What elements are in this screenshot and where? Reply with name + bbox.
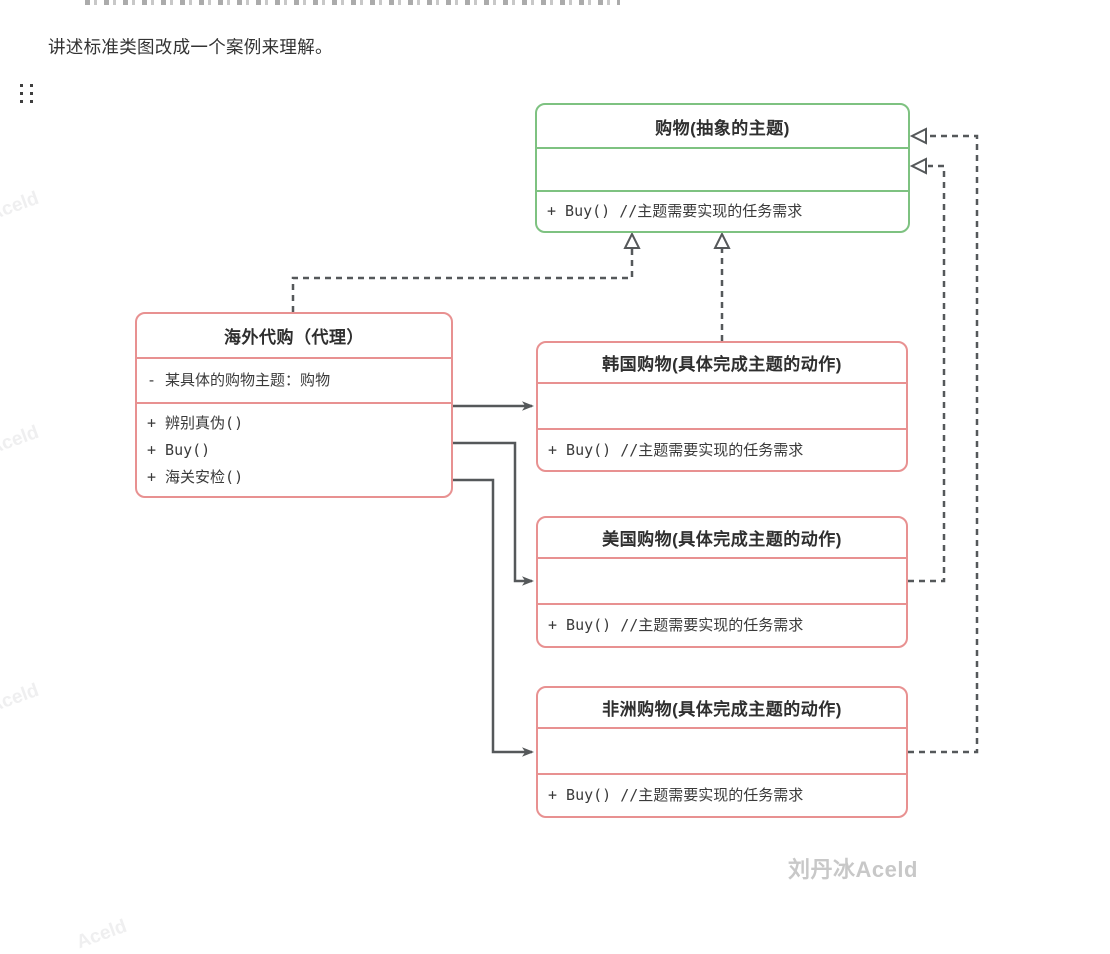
class-methods: + Buy() //主题需要实现的任务需求 [538,773,906,816]
method-line: + 海关安检() [147,467,244,486]
method-line: + Buy() //主题需要实现的任务需求 [548,616,804,634]
attribute-line: - 某具体的购物主题：购物 [147,371,331,389]
association-edge-proxy-to-usa [453,441,534,586]
class-box-abstract-subject: 购物(抽象的主题) + Buy() //主题需要实现的任务需求 [535,103,910,233]
hollow-triangle-up-icon [713,231,731,249]
class-attributes [538,557,906,603]
class-methods: + 辨别真伪() + Buy() + 海关安检() [137,402,451,496]
class-attributes: - 某具体的购物主题：购物 [137,357,451,402]
method-line: + Buy() //主题需要实现的任务需求 [547,202,803,220]
class-title: 韩国购物(具体完成主题的动作) [602,355,842,374]
class-attributes [537,147,908,190]
intro-text: 讲述标准类图改成一个案例来理解。 [48,37,333,57]
realization-edge-usa-to-abstract [908,164,946,583]
class-box-proxy: 海外代购（代理） - 某具体的购物主题：购物 + 辨别真伪() + Buy() … [135,312,453,498]
association-edge-proxy-to-africa [453,478,534,757]
class-attributes [538,727,906,773]
class-box-usa: 美国购物(具体完成主题的动作) + Buy() //主题需要实现的任务需求 [536,516,908,648]
class-attributes [538,382,906,428]
class-box-korea: 韩国购物(具体完成主题的动作) + Buy() //主题需要实现的任务需求 [536,341,908,472]
class-title: 美国购物(具体完成主题的动作) [602,530,842,549]
realization-edge-africa-to-abstract [908,134,979,754]
class-box-africa: 非洲购物(具体完成主题的动作) + Buy() //主题需要实现的任务需求 [536,686,908,818]
method-line: + 辨别真伪() [147,413,244,432]
hollow-triangle-up-icon [623,231,641,249]
block-drag-handle-icon[interactable] [20,84,33,103]
method-line: + Buy() [147,440,211,459]
class-title: 非洲购物(具体完成主题的动作) [602,700,842,719]
class-title: 海外代购（代理） [224,328,364,347]
class-methods: + Buy() //主题需要实现的任务需求 [538,603,906,646]
hollow-triangle-left-icon [909,157,927,175]
hollow-triangle-left-icon [909,127,927,145]
author-watermark: 刘丹冰Aceld [788,857,918,882]
clipped-text-remnant [85,0,620,5]
class-methods: + Buy() //主题需要实现的任务需求 [538,428,906,470]
class-methods: + Buy() //主题需要实现的任务需求 [537,190,908,231]
method-line: + Buy() //主题需要实现的任务需求 [548,440,804,459]
class-title: 购物(抽象的主题) [655,118,790,138]
realization-edge-proxy-to-abstract [291,249,634,312]
method-line: + Buy() //主题需要实现的任务需求 [548,786,804,804]
